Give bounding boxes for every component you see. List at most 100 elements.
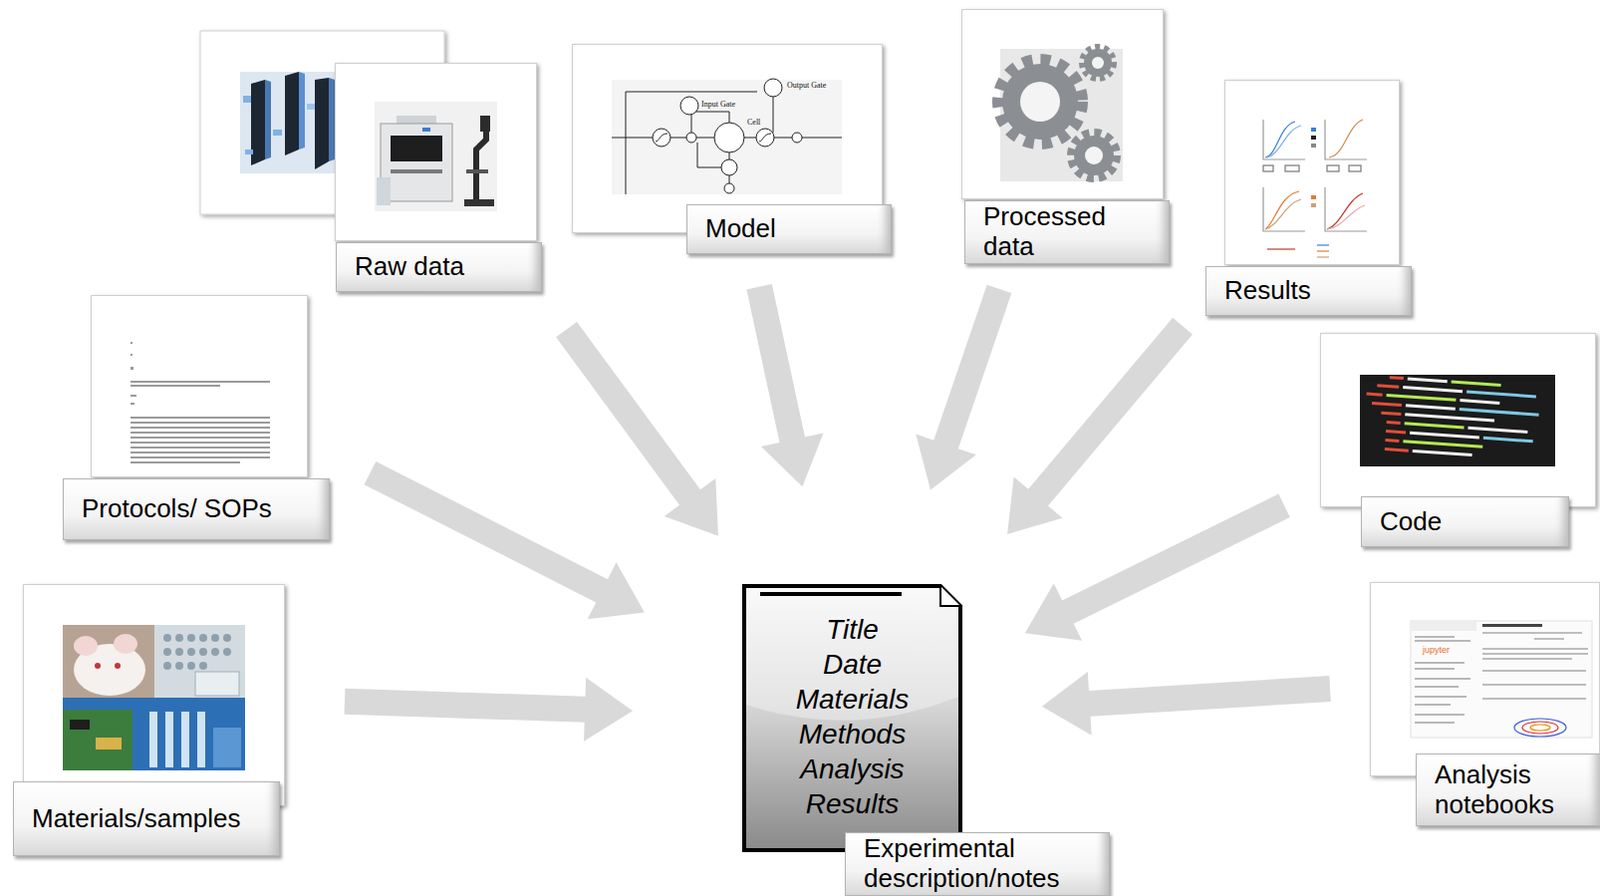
- code-picture-part-part: [1386, 420, 1401, 425]
- lstm-picture-part: [721, 159, 738, 176]
- notebook-screenshot-part-part: [1482, 683, 1587, 686]
- instrument-picture-part: [480, 115, 491, 132]
- results-charts-part: [1317, 244, 1330, 246]
- lstm-picture-part: [625, 91, 758, 195]
- results-charts-part: [1311, 203, 1317, 208]
- materials-collage-part-part: [211, 647, 220, 656]
- results-charts-part: [1263, 187, 1306, 232]
- item-card: Results: [1224, 79, 1400, 266]
- notebook-screenshot-part-part: [1482, 652, 1589, 655]
- results-charts-part: [1327, 165, 1339, 172]
- results-charts-part: [1311, 135, 1317, 140]
- server-card-part: [306, 103, 315, 110]
- results-charts-part: [1263, 165, 1274, 172]
- code-picture-part-part: [1386, 393, 1457, 402]
- instrument-picture-part: [396, 115, 437, 124]
- caption-tab: Model: [686, 204, 892, 255]
- protocol-page-part: [130, 456, 270, 459]
- protocol-page-part: [130, 384, 221, 387]
- server-card-part: [284, 71, 299, 156]
- code-picture-part-part: [1409, 431, 1480, 440]
- materials-collage-part-part: [211, 633, 220, 642]
- document-sheet: TitleDateMaterialsMethodsAnalysisResults…: [742, 583, 963, 852]
- document-field: Methods: [742, 716, 963, 752]
- notebook-screenshot-part-part: [1482, 631, 1583, 634]
- lstm-picture-part: [714, 122, 745, 153]
- document-field: Title: [742, 611, 963, 647]
- notebook-screenshot-part-part: [1414, 661, 1465, 664]
- results-charts-part: [1311, 143, 1317, 148]
- instrument-picture-part: [376, 177, 391, 206]
- results-charts-part: [1265, 121, 1296, 158]
- results-charts-part: [1267, 248, 1296, 250]
- protocol-page-part: [130, 431, 270, 434]
- materials-collage-part: [163, 633, 232, 670]
- materials-collage-part-part: [199, 633, 208, 642]
- code-picture-part-part: [1402, 439, 1483, 449]
- document-field: Results: [742, 786, 963, 821]
- code-picture: [1359, 374, 1556, 467]
- notebook-screenshot-part: [1414, 635, 1471, 724]
- caption-tab: Raw data: [335, 242, 542, 292]
- lstm-picture-part: [756, 128, 775, 147]
- lstm-picture-part: [729, 152, 731, 160]
- results-charts-part: [1348, 165, 1361, 172]
- gears-picture-part: [1020, 81, 1061, 122]
- code-picture-part: [1362, 374, 1542, 462]
- materials-collage-part-part: [187, 633, 196, 642]
- code-picture-part-part: [1412, 449, 1473, 457]
- protocol-page-part: [130, 421, 270, 424]
- results-charts-part: [1311, 195, 1317, 200]
- protocol-page-part: [130, 366, 134, 370]
- results-charts-part: [1317, 250, 1330, 252]
- materials-collage-part: [165, 711, 174, 768]
- document-field: Materials: [742, 681, 963, 717]
- materials-collage-part-part: [163, 633, 172, 642]
- materials-collage-part-part: [175, 647, 184, 656]
- code-picture-part-part: [1380, 411, 1401, 416]
- notebook-screenshot-part: [1410, 620, 1477, 631]
- results-charts-part: [1311, 127, 1317, 132]
- caption-tab: Analysis notebooks: [1415, 753, 1600, 826]
- protocol-page-part: [130, 426, 270, 429]
- block-arrow: [555, 321, 719, 536]
- document-outline-part: [760, 591, 902, 596]
- results-charts-part: [1329, 119, 1363, 158]
- materials-collage-part: [114, 662, 121, 669]
- instrument-picture-part: [390, 169, 443, 174]
- lstm-picture-part: [691, 114, 693, 133]
- block-arrow: [1042, 671, 1332, 736]
- notebook-screenshot-part-part: [1414, 721, 1455, 724]
- materials-collage-part: [213, 727, 242, 768]
- results-charts-part: [1285, 165, 1300, 172]
- gate-label: Cell: [747, 118, 761, 127]
- code-picture-part-part: [1407, 376, 1448, 383]
- instrument-picture-part: [374, 101, 498, 212]
- code-picture-part-part: [1404, 421, 1465, 429]
- protocol-page-part: [130, 436, 270, 439]
- lstm-picture-part: [764, 78, 783, 97]
- gears-picture: [998, 46, 1123, 182]
- lstm-picture-part: [652, 128, 671, 147]
- lstm-picture-part: [729, 175, 731, 184]
- gears-picture-part: [1081, 46, 1114, 79]
- notebook-screenshot-part-part: [1482, 669, 1587, 672]
- materials-collage-part: [69, 719, 90, 730]
- notebook-screenshot-part-part: [1414, 685, 1459, 688]
- gate-label: Output Gate: [787, 81, 826, 90]
- notebook-screenshot-part-part: [1414, 703, 1451, 706]
- materials-collage-part-part: [187, 647, 196, 656]
- notebook-screenshot-part-part: [1522, 721, 1559, 734]
- materials-collage-part: [94, 662, 101, 669]
- protocol-page-part: [130, 461, 241, 464]
- protocol-page-part: [130, 441, 270, 444]
- item-card: Processed data: [961, 8, 1164, 200]
- materials-collage: [62, 624, 246, 771]
- code-picture-part-part: [1389, 375, 1404, 380]
- materials-collage-part-part: [223, 647, 232, 656]
- code-picture-part-part: [1459, 398, 1500, 405]
- gears-picture-part: [1000, 48, 1123, 182]
- materials-collage-part: [95, 737, 122, 750]
